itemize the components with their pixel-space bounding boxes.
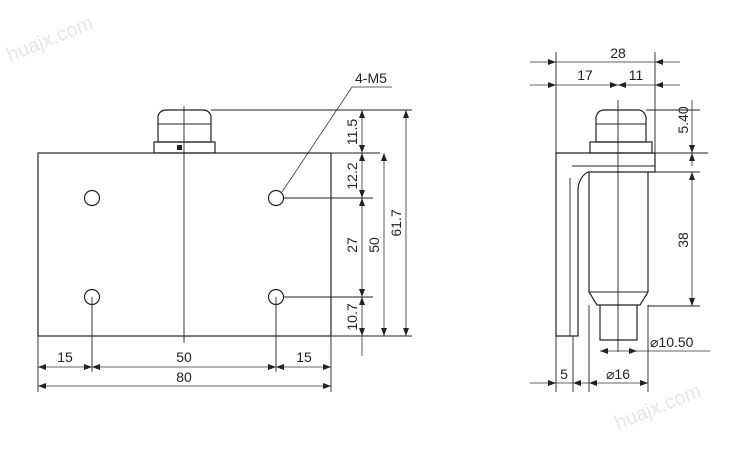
front-plunger-collar <box>153 141 216 154</box>
dim-hole-spacing-v-label: 27 <box>344 237 360 253</box>
dim-body-height-label: 50 <box>366 237 382 253</box>
dim-arrows-total-depth <box>548 59 663 65</box>
dim-total-height-label: 61.7 <box>388 209 404 236</box>
thread-callout-label: 4-M5 <box>355 70 387 86</box>
side-plunger-body <box>588 172 649 306</box>
dim-arrows-body-height <box>381 153 387 336</box>
watermark-top-left: huajx.com <box>4 12 97 67</box>
front-plunger-cap <box>157 109 212 143</box>
side-bracket-outline <box>555 152 656 337</box>
dim-top-hole-offset-label: 12.2 <box>344 162 360 189</box>
dim-total-depth-label: 28 <box>610 45 626 61</box>
hole-top-left <box>83 189 101 207</box>
dim-plate-thickness-label: 5 <box>560 366 568 382</box>
dim-arrows-total-height <box>403 110 409 336</box>
dim-arrows-chain <box>359 110 365 336</box>
dim-arrows-cap-height <box>689 145 695 161</box>
dim-bottom-hole-offset-label: 10.7 <box>344 303 360 330</box>
dim-top-height-label: 11.5 <box>344 119 360 145</box>
dim-left-offset-label: 15 <box>57 349 73 365</box>
dim-plunger-body-dia-label: ⌀16 <box>606 366 630 382</box>
dim-arrows-total-width <box>38 383 331 389</box>
watermark-bottom-right: huajx.com <box>612 380 705 435</box>
dim-cap-height-label: 5.40 <box>675 106 691 133</box>
hole-top-right <box>267 189 285 207</box>
dim-arrows-plunger-length <box>689 172 695 306</box>
dim-arrows-hole-row <box>38 364 331 370</box>
side-view: 28 17 11 5.40 38 <box>530 45 710 392</box>
front-body-outline <box>37 152 332 337</box>
side-plunger-cap <box>595 109 647 143</box>
dim-plunger-length-label: 38 <box>675 232 691 248</box>
dim-arrows-body-dia <box>589 380 648 386</box>
dim-hole-spacing-h-label: 50 <box>176 349 192 365</box>
front-view: 4-M5 11.5 12.2 27 10.7 50 <box>37 70 412 392</box>
dim-depth-b-label: 11 <box>629 67 644 83</box>
dim-total-width-label: 80 <box>176 369 192 385</box>
side-plunger-collar <box>589 141 653 154</box>
dim-arrows-depth-split <box>548 82 663 88</box>
thread-callout-leader <box>281 86 392 193</box>
dim-arrows-tip-dia <box>600 348 637 354</box>
dim-arrows-plate-thickness <box>548 380 581 386</box>
front-plunger-marker <box>177 145 182 150</box>
side-plunger-tip <box>599 305 638 341</box>
dim-plunger-tip-dia-label: ⌀10.50 <box>650 334 694 350</box>
dim-depth-a-label: 17 <box>577 67 593 83</box>
dim-right-offset-label: 15 <box>296 349 312 365</box>
